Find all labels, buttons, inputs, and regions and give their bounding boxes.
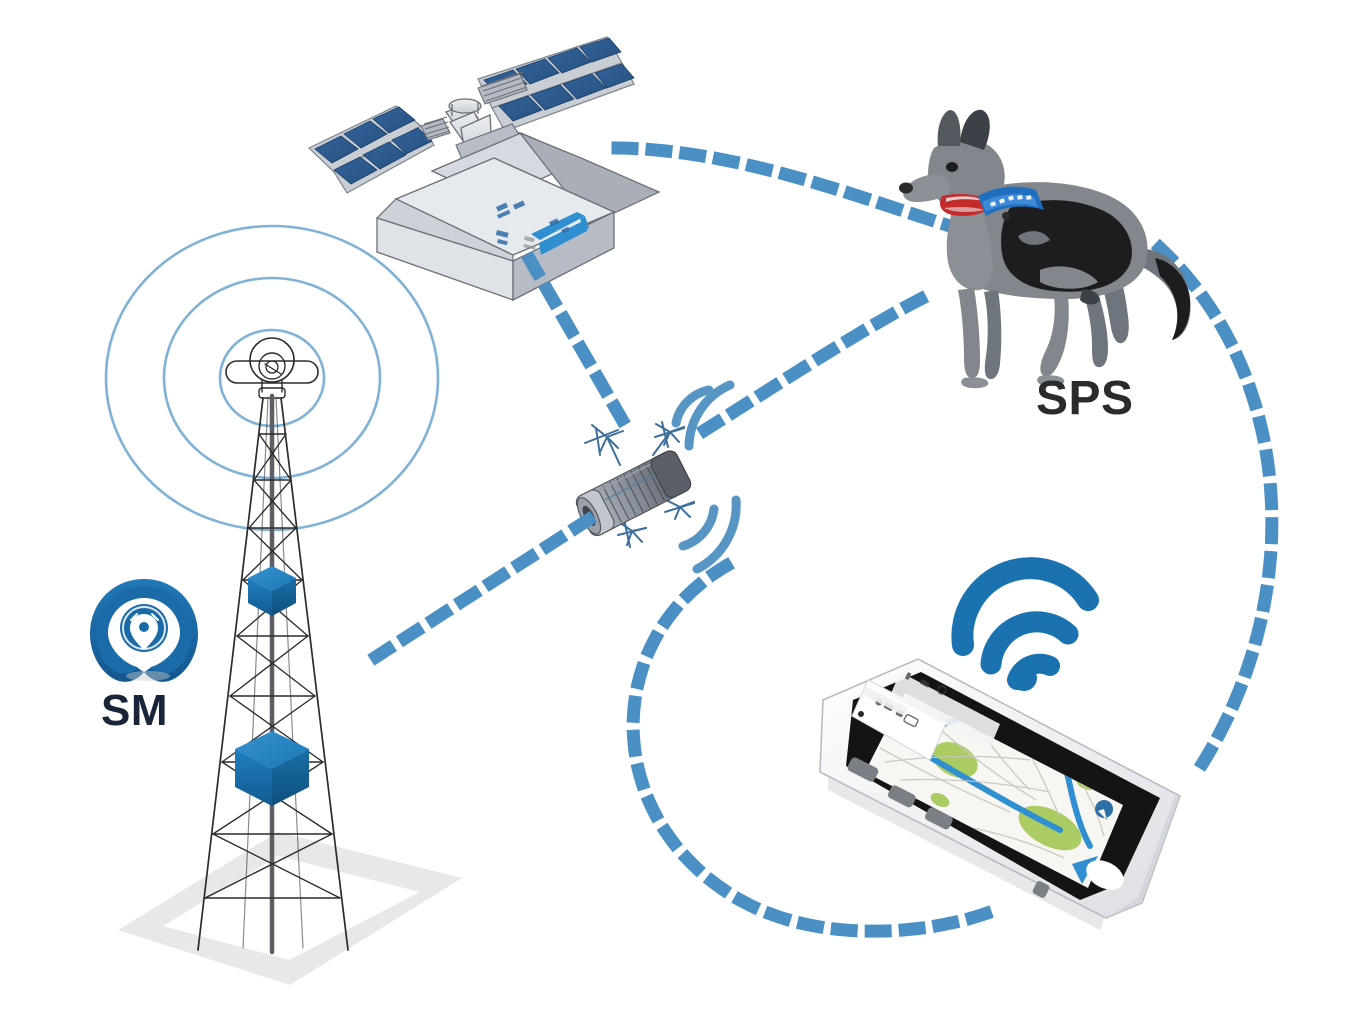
smartphone <box>819 658 1181 930</box>
link-dog-phone <box>1150 238 1279 785</box>
tracker-signal-arcs-lower <box>678 495 741 574</box>
tower-antenna-dish <box>225 337 319 399</box>
link-tracker-dog <box>696 283 944 439</box>
satellite-body <box>375 123 661 302</box>
label-sm: SM <box>101 686 168 735</box>
dog <box>899 109 1191 389</box>
satellite <box>307 36 661 302</box>
satellite-solar-panel-left <box>307 105 435 194</box>
tower-equipment-cube-lower <box>235 731 309 806</box>
link-tracker-tower <box>359 511 597 671</box>
dashed-connections <box>359 141 1279 938</box>
wifi-icon-dot <box>1011 665 1037 691</box>
gps-tracker-device <box>575 421 695 548</box>
location-pin-icon <box>90 579 198 682</box>
tower-ground-shadow <box>118 832 462 985</box>
link-tracker-phone <box>626 557 1009 938</box>
link-satellite-dog <box>611 141 959 235</box>
cell-tower <box>197 337 349 955</box>
label-sps: SPS <box>1036 372 1134 425</box>
tracker-signal-arcs-upper <box>671 380 735 451</box>
tower-equipment-cube-upper <box>248 566 296 616</box>
link-satellite-tracker <box>521 251 637 439</box>
